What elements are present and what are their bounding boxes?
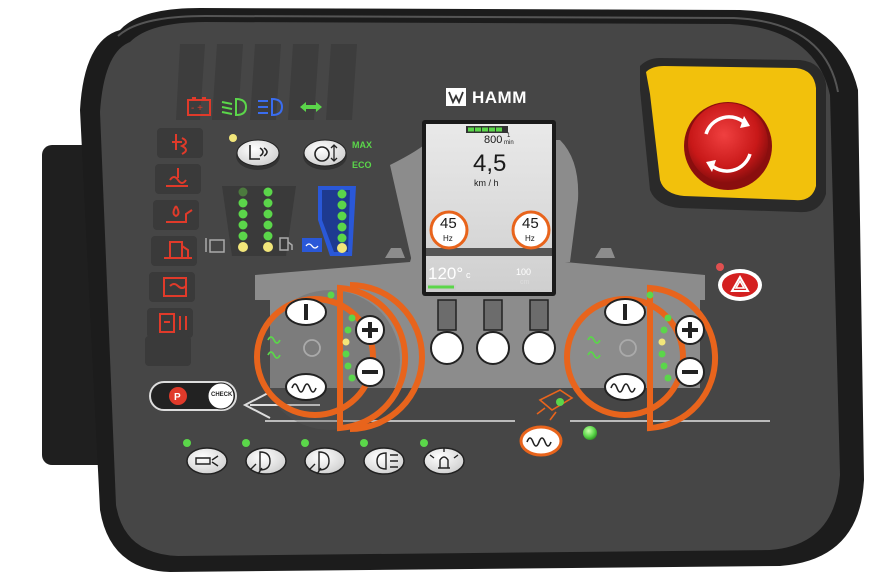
right-vibration-button[interactable] (604, 298, 646, 326)
engine-overheat-icon (166, 168, 188, 187)
beacon-button[interactable] (423, 447, 465, 475)
headlight-button[interactable] (363, 447, 405, 475)
brand-name: HAMM (472, 88, 527, 107)
coolant-level-icon (302, 238, 322, 252)
work-light-rear-button[interactable] (304, 447, 346, 475)
fuel-level-icon (279, 237, 293, 251)
seat-contact-button[interactable] (236, 139, 280, 170)
right-frequency-leds (646, 291, 672, 382)
auto-vibration-button[interactable] (519, 425, 563, 457)
svg-text:- +: - + (191, 103, 203, 114)
left-vibration-mode-icon (267, 336, 321, 359)
headlight-led (360, 439, 368, 447)
work-light-front-button[interactable] (245, 447, 287, 475)
auto-vibration-led (583, 426, 597, 440)
tank-level-icon (205, 238, 225, 253)
svg-text:P: P (174, 392, 181, 403)
edge-compaction-led (556, 398, 564, 406)
left-vibration-button[interactable] (285, 298, 327, 326)
right-vibration-mode-icon (587, 336, 637, 359)
amplitude-value: 100 (516, 267, 532, 277)
left-plus-button[interactable] (355, 315, 385, 345)
low-beam-icon (221, 97, 248, 117)
oil-pressure-icon (166, 205, 193, 223)
temperature-value: 120° (428, 264, 464, 283)
rpm-value: 800 (484, 134, 503, 146)
battery-icon: - + (187, 97, 211, 116)
eco-max-mode-button[interactable] (303, 139, 347, 170)
rpm-unit-top: 1 (507, 133, 511, 139)
speed-value: 4,5 (473, 150, 507, 177)
fuel-icon (164, 241, 192, 259)
glow-plug-icon (172, 134, 187, 155)
hazard-button[interactable] (718, 269, 762, 301)
rpm-unit-bottom: min (504, 140, 514, 146)
hydraulic-filter-icon (159, 313, 187, 333)
parking-brake-button[interactable]: P (149, 381, 237, 411)
sprinkler-button[interactable] (186, 447, 228, 475)
speed-unit: km / h (474, 178, 499, 188)
blue-led-gauge (318, 186, 356, 256)
edge-compaction-icon (536, 389, 574, 421)
sprinkler-led (183, 439, 191, 447)
tire-indicator-right (522, 331, 556, 365)
freq-right-unit: Hz (525, 234, 535, 243)
high-beam-icon (258, 97, 284, 117)
seat-indicator-led (229, 134, 237, 142)
emergency-stop-button[interactable] (684, 102, 772, 190)
vibration-columns (437, 299, 549, 331)
display-screen (422, 120, 556, 296)
mode-eco-label: ECO (352, 160, 372, 170)
left-led-gauges (222, 186, 296, 256)
right-minus-button[interactable] (675, 357, 705, 387)
amplitude-unit: cm (520, 279, 530, 286)
parking-check-label: CHECK (211, 392, 233, 398)
beacon-led (420, 439, 428, 447)
hazard-indicator-led (716, 263, 724, 271)
freq-right-value: 45 (522, 215, 539, 232)
work-light-rear-led (301, 439, 309, 447)
freq-left-value: 45 (440, 215, 457, 232)
temperature-unit: c (466, 270, 471, 280)
hamm-logo (446, 88, 466, 106)
tire-indicator-middle (476, 331, 510, 365)
tire-indicator-left (430, 331, 464, 365)
work-light-front-led (242, 439, 250, 447)
turn-signal-icon (300, 102, 322, 112)
left-frequency-leds (327, 291, 356, 382)
mode-max-label: MAX (352, 140, 372, 150)
top-indicator-strip (176, 44, 357, 120)
left-minus-button[interactable] (355, 357, 385, 387)
left-amplitude-button[interactable] (285, 373, 327, 401)
right-plus-button[interactable] (675, 315, 705, 345)
right-amplitude-button[interactable] (604, 373, 646, 401)
freq-left-unit: Hz (443, 234, 453, 243)
coolant-icon (163, 277, 187, 297)
